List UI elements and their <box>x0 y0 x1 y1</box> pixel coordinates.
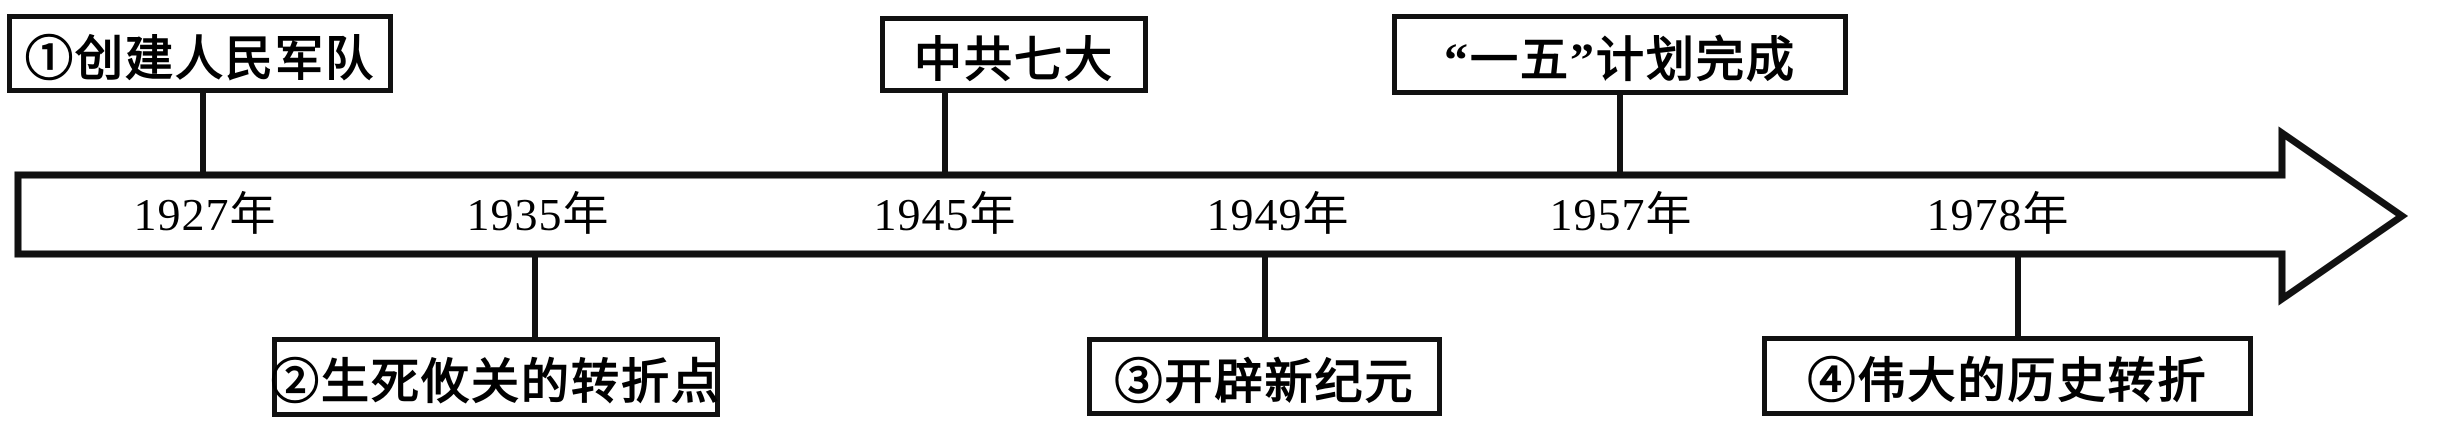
event-label: ③开辟新纪元 <box>1114 355 1415 409</box>
event-label: ①创建人民军队 <box>24 32 375 86</box>
connector-line-1927 <box>200 90 206 178</box>
event-box-army-founding: ①创建人民军队 <box>7 14 393 93</box>
block-arrow-outline <box>14 126 2409 306</box>
connector-line-1935 <box>532 252 538 340</box>
connector-line-1957 <box>1617 92 1623 178</box>
event-box-new-era: ③开辟新纪元 <box>1087 337 1442 416</box>
event-label: ②生死攸关的转折点 <box>271 356 722 409</box>
connector-line-1949 <box>1262 252 1268 340</box>
year-label-1935: 1935年 <box>466 189 610 240</box>
event-box-seventh-congress: 中共七大 <box>880 16 1148 93</box>
event-box-first-five-year-plan: “一五”计划完成 <box>1392 14 1848 95</box>
event-label: ④伟大的历史转折 <box>1807 355 2208 408</box>
event-box-life-death-turning-point: ②生死攸关的转折点 <box>271 337 722 417</box>
connector-line-1978 <box>2015 252 2021 340</box>
year-label-1927: 1927年 <box>133 189 277 240</box>
event-label: “一五”计划完成 <box>1443 33 1796 87</box>
connector-line-1945 <box>942 90 948 178</box>
event-box-great-historic-turning-point: ④伟大的历史转折 <box>1762 336 2253 416</box>
year-label-1978: 1978年 <box>1926 189 2070 240</box>
event-label: 中共七大 <box>913 33 1114 87</box>
year-label-1945: 1945年 <box>873 189 1017 240</box>
year-label-1949: 1949年 <box>1206 189 1350 240</box>
year-label-1957: 1957年 <box>1549 189 1693 240</box>
